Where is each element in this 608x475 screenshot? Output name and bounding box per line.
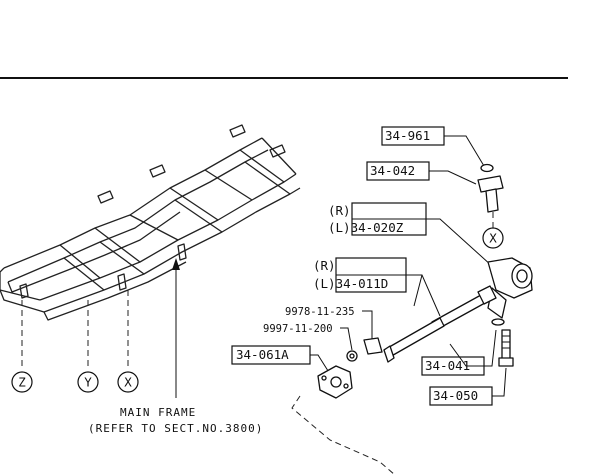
label-34-011d-l: (L)34-011D: [313, 276, 388, 291]
ref-circle-y: [77, 371, 99, 393]
part-34-961-washer: [480, 163, 494, 173]
part-34-011-tie-rods: [383, 285, 497, 363]
main-frame-drawing: [0, 124, 301, 321]
leader-34-042: [429, 170, 477, 185]
leader-34-050: [492, 367, 507, 397]
main-frame-reference-caption: (REFER TO SECT.NO.3800): [88, 422, 263, 435]
ref-circle-x-left: [117, 371, 139, 393]
ref-x-right-label: X: [489, 231, 497, 246]
label-34-020z-l: (L)34-020Z: [328, 220, 404, 235]
part-9978-11-235-bolt: [363, 337, 383, 355]
label-34-061a: 34-061A: [236, 347, 289, 362]
main-frame-arrow: [172, 258, 180, 270]
ref-x-left-label: X: [124, 375, 132, 390]
ref-circle-z: [11, 371, 33, 393]
leader-34-011-b: [413, 274, 423, 307]
ref-circle-x-right: [482, 227, 504, 249]
part-34-042-bolt: [477, 175, 504, 193]
label-34-042: 34-042: [370, 163, 415, 178]
ref-z-label: Z: [18, 375, 26, 390]
leader-9978-11-235: [362, 310, 373, 340]
leader-34-961: [444, 135, 485, 167]
main-frame-caption: MAIN FRAME: [120, 406, 196, 419]
leader-34-041: [484, 329, 497, 367]
label-9978-11-235: 9978-11-235: [285, 306, 355, 318]
bracket-dashed-line: [291, 395, 396, 475]
leader-9997-11-200: [340, 327, 353, 351]
part-34-050-bolt: [498, 329, 514, 367]
ref-y-label: Y: [84, 375, 92, 390]
label-34-961: 34-961: [385, 128, 430, 143]
leader-34-011-a: [406, 274, 441, 317]
leader-34-020: [426, 218, 493, 267]
leader-34-061a: [310, 354, 331, 375]
label-9997-11-200: 9997-11-200: [263, 323, 333, 335]
part-34-020-idler-arm: [487, 257, 533, 326]
label-34-050: 34-050: [433, 388, 478, 403]
label-34-041: 34-041: [425, 358, 470, 373]
part-34-061a-bracket: [317, 365, 353, 399]
